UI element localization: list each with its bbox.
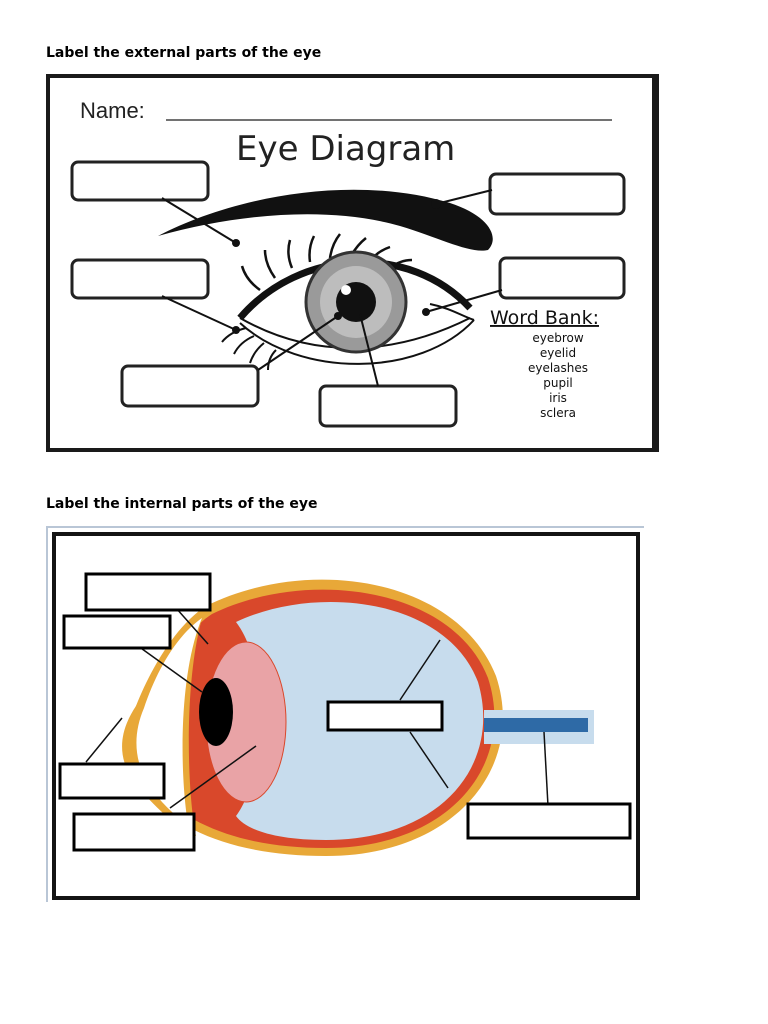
label-box-1[interactable] <box>70 160 210 202</box>
optic-nerve <box>484 718 588 732</box>
word-bank-list: eyebrow eyelid eyelashes pupil iris scle… <box>528 331 588 420</box>
label-box-4[interactable] <box>318 384 458 428</box>
label-box-3[interactable] <box>120 364 260 408</box>
external-section-heading: Label the external parts of the eye <box>46 45 322 61</box>
label-box-6[interactable] <box>498 256 626 300</box>
external-label-boxes <box>70 160 626 428</box>
external-eye-diagram: Name: Eye Diagram <box>46 74 659 452</box>
eye-corner <box>429 303 475 321</box>
label-box-4[interactable] <box>72 812 196 852</box>
pupil-highlight <box>341 285 351 295</box>
label-box-5[interactable] <box>488 172 626 216</box>
name-label: Name: <box>80 98 145 123</box>
internal-eye-diagram <box>46 526 644 902</box>
external-pointer-dots <box>232 199 441 334</box>
label-box-3[interactable] <box>58 762 166 800</box>
word-bank-item: eyebrow <box>532 331 583 345</box>
word-bank-item: sclera <box>540 406 576 420</box>
label-box-5[interactable] <box>326 700 444 732</box>
word-bank-title: Word Bank: <box>490 307 599 329</box>
label-box-2[interactable] <box>62 614 172 650</box>
pupil <box>199 678 233 746</box>
internal-label-boxes <box>58 572 632 852</box>
label-box-2[interactable] <box>70 258 210 300</box>
internal-eye-inner-frame <box>52 532 640 900</box>
word-bank-item: iris <box>549 391 567 405</box>
external-eye-svg: Name: Eye Diagram <box>70 98 626 428</box>
internal-pointer-lines <box>85 607 549 809</box>
internal-eye-svg <box>58 572 632 856</box>
label-box-6[interactable] <box>466 802 632 840</box>
lower-eyelashes <box>221 327 277 371</box>
label-box-1[interactable] <box>84 572 212 612</box>
eyebrow-shape <box>158 189 493 251</box>
word-bank-item: eyelashes <box>528 361 588 375</box>
word-bank-item: eyelid <box>540 346 576 360</box>
lower-lid-crease <box>239 319 475 365</box>
diagram-title: Eye Diagram <box>236 129 455 169</box>
external-pointer-lines <box>161 189 503 387</box>
internal-section-heading: Label the internal parts of the eye <box>46 496 318 512</box>
word-bank-item: pupil <box>543 376 573 390</box>
